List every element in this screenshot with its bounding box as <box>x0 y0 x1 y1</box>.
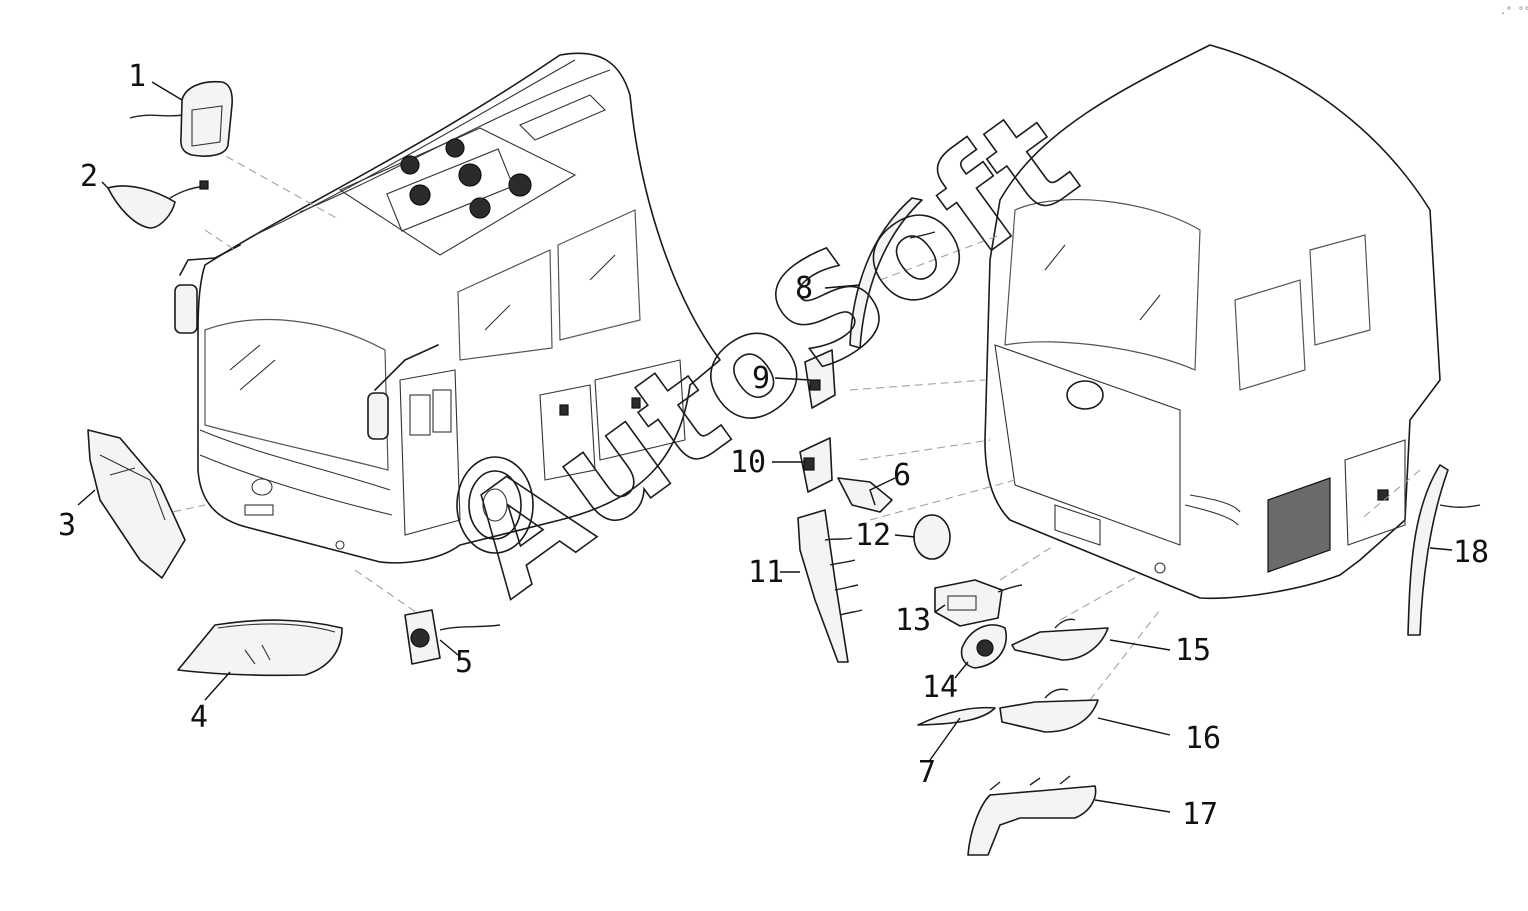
rear-bus-illustration <box>984 44 1441 600</box>
callout-labels: 1 2 3 4 5 6 7 8 9 10 11 12 13 14 15 16 1… <box>58 59 1489 832</box>
assembly-guide-lines <box>134 149 1421 701</box>
callout-10: 10 <box>730 445 766 480</box>
callout-12: 12 <box>855 518 891 553</box>
callout-14: 14 <box>922 670 958 705</box>
part-13-license-plate-lamp[interactable] <box>934 579 1023 627</box>
leader-lines <box>77 81 1453 813</box>
part-6-reflector[interactable] <box>837 477 893 513</box>
part-12-round-lamp[interactable] <box>913 514 951 560</box>
callout-6: 6 <box>893 458 911 493</box>
callout-3: 3 <box>58 508 76 543</box>
part-16-rear-trim-lamp[interactable] <box>999 688 1099 733</box>
callout-16: 16 <box>1185 721 1221 756</box>
callout-8: 8 <box>795 271 813 306</box>
part-1-marker-lamp[interactable] <box>129 80 233 157</box>
callout-1: 1 <box>128 59 146 94</box>
part-11-rear-lamp-cluster[interactable] <box>797 509 863 663</box>
roof-ac-vents <box>386 138 532 232</box>
callout-13: 13 <box>895 603 931 638</box>
part-8-marker-strip[interactable] <box>849 197 936 349</box>
callout-15: 15 <box>1175 633 1211 668</box>
callout-5: 5 <box>455 645 473 680</box>
engine-grille <box>1267 477 1331 573</box>
part-2-side-lamp[interactable] <box>107 180 209 229</box>
part-7-trim-strip[interactable] <box>917 706 996 726</box>
callout-7: 7 <box>918 755 936 790</box>
part-15-rear-trim-lamp[interactable] <box>1011 618 1109 661</box>
part-14-horn-speaker[interactable] <box>960 624 1007 669</box>
callout-4: 4 <box>190 700 208 735</box>
callout-18: 18 <box>1453 535 1489 570</box>
part-17-bumper-lamp-assembly[interactable] <box>967 775 1097 856</box>
callout-17: 17 <box>1182 797 1218 832</box>
watermark: AutoSoft <box>434 77 1106 627</box>
callout-2: 2 <box>80 159 98 194</box>
part-10-side-marker[interactable] <box>799 437 833 493</box>
part-5-fog-lamp[interactable] <box>404 609 501 665</box>
callout-11: 11 <box>748 555 784 590</box>
corner-mark: .° °°° <box>1500 6 1528 17</box>
part-9-side-marker[interactable] <box>804 349 836 409</box>
part-18-side-rear-lamp[interactable] <box>1407 464 1481 636</box>
callout-9: 9 <box>752 361 770 396</box>
front-bus-illustration <box>174 52 721 564</box>
part-4-headlamp[interactable] <box>177 619 343 677</box>
part-3-front-corner-lamp[interactable] <box>87 429 186 579</box>
